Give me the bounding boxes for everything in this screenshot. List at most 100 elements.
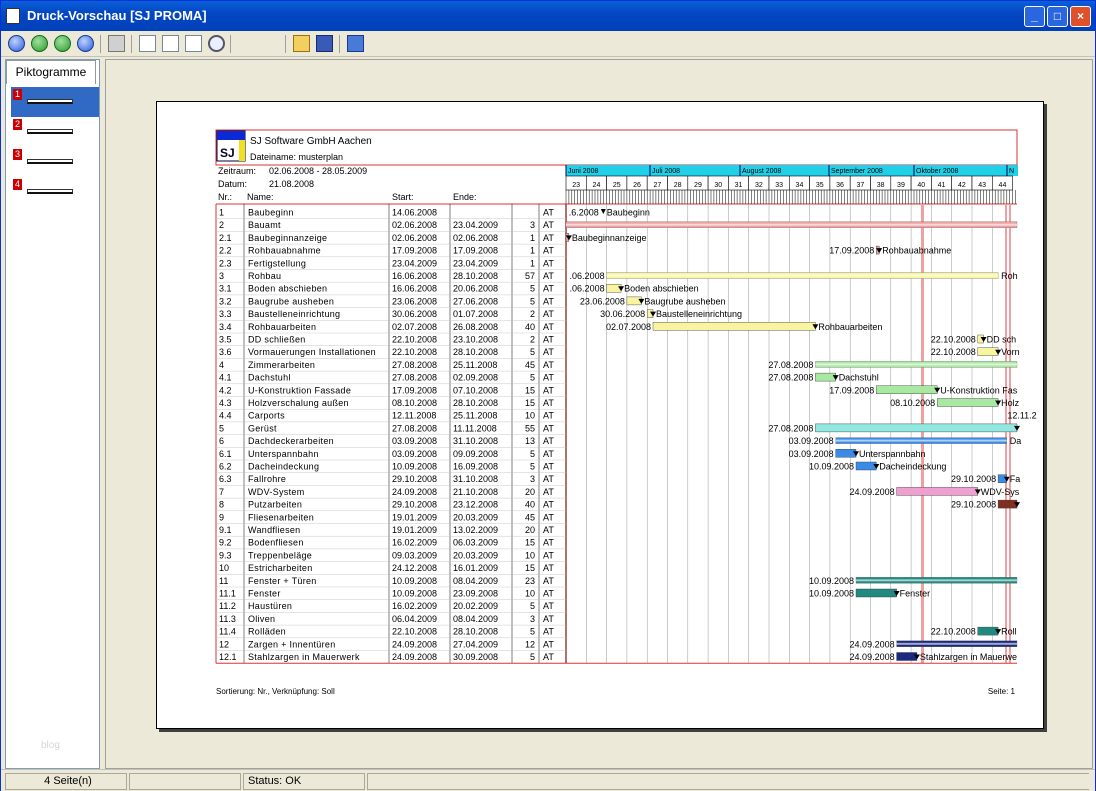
title-bar[interactable]: Druck-Vorschau [SJ PROMA] _ □ ×: [1, 1, 1095, 31]
task-end-marker: [995, 400, 1002, 406]
bar-start-label: 22.10.2008: [931, 335, 976, 345]
bar-label: Baubeginnanzeige: [572, 233, 647, 243]
task-unit: AT: [543, 436, 554, 446]
thumbnail-panel: 1 2 3 4 blog: [5, 59, 100, 769]
next-page-icon[interactable]: [54, 35, 71, 52]
task-end-marker: [893, 591, 900, 596]
export-icon[interactable]: [347, 35, 364, 52]
bar-label: Holz: [1001, 398, 1020, 408]
task-start: 29.10.2008: [392, 474, 437, 484]
task-unit: AT: [543, 614, 554, 624]
task-start: 02.07.2008: [392, 322, 437, 332]
task-nr: 3.1: [219, 284, 232, 294]
week-label: 28: [674, 182, 682, 189]
week-label: 41: [938, 182, 946, 189]
task-end-marker: [812, 324, 819, 330]
task-duration: 10: [525, 589, 535, 599]
task-duration: 55: [525, 423, 535, 433]
zoom-height-icon[interactable]: [185, 35, 202, 52]
task-unit: AT: [543, 347, 554, 357]
bar-start-label: .6.2008: [569, 208, 599, 218]
task-duration: 45: [525, 360, 535, 370]
task-end: 27.06.2008: [453, 296, 498, 306]
summary-bar-stripe: [835, 439, 1007, 442]
task-start: 22.10.2008: [392, 335, 437, 345]
task-unit: AT: [543, 309, 554, 319]
task-nr: 3.3: [219, 309, 232, 319]
task-nr: 1: [219, 208, 224, 218]
task-unit: AT: [543, 538, 554, 548]
bar-start-label: 24.09.2008: [850, 652, 895, 662]
task-name: Rolläden: [248, 627, 286, 637]
status-bar: 4 Seite(n) Status: OK: [1, 769, 1095, 791]
task-end: 28.10.2008: [453, 398, 498, 408]
task-unit: AT: [543, 550, 554, 560]
summary-bar-stripe: [566, 223, 1017, 226]
task-end: 23.04.2009: [453, 220, 498, 230]
task-name: Haustüren: [248, 601, 292, 611]
task-nr: 4: [219, 360, 224, 370]
task-end: 09.09.2008: [453, 449, 498, 459]
page-thumbnail[interactable]: 1: [11, 87, 99, 117]
bar-start-label: 08.10.2008: [890, 398, 935, 408]
task-bar: [997, 499, 1018, 509]
task-duration: 5: [530, 652, 535, 662]
task-duration: 5: [530, 601, 535, 611]
bar-start-label: 29.10.2008: [951, 500, 996, 510]
task-duration: 5: [530, 284, 535, 294]
task-start: 27.08.2008: [392, 360, 437, 370]
bar-label: Fenster: [900, 589, 931, 599]
month-label: Juni 2008: [568, 168, 598, 175]
task-start: 17.09.2008: [392, 246, 437, 256]
bar-start-label: 17.09.2008: [829, 385, 874, 395]
week-label: 40: [917, 182, 925, 189]
status-spacer: [367, 773, 1089, 790]
task-end: 28.10.2008: [453, 347, 498, 357]
print-icon[interactable]: [108, 35, 125, 52]
bar-label: U-Konstruktion Fas: [940, 385, 1018, 395]
bar-label: Boden abschieben: [624, 284, 699, 294]
last-page-icon[interactable]: [77, 35, 94, 52]
task-end: 02.06.2008: [453, 233, 498, 243]
task-end: 31.10.2008: [453, 436, 498, 446]
bar-start-label: 27.08.2008: [768, 423, 813, 433]
magnifier-icon[interactable]: [208, 35, 225, 52]
previous-page-icon[interactable]: [31, 35, 48, 52]
zoom-width-icon[interactable]: [162, 35, 179, 52]
task-unit: AT: [543, 258, 554, 268]
page-thumbnail[interactable]: 4: [11, 177, 99, 207]
close-button[interactable]: ×: [1070, 6, 1091, 27]
task-unit: AT: [543, 563, 554, 573]
task-duration: 3: [530, 220, 535, 230]
page-thumbnail[interactable]: 3: [11, 147, 99, 177]
datum-value: 21.08.2008: [269, 179, 314, 189]
task-end-marker: [913, 654, 920, 660]
task-nr: 12: [219, 639, 229, 649]
first-page-icon[interactable]: [8, 35, 25, 52]
open-folder-icon[interactable]: [293, 35, 310, 52]
task-unit: AT: [543, 627, 554, 637]
zoom-page-icon[interactable]: [139, 35, 156, 52]
task-nr: 4.3: [219, 398, 232, 408]
task-nr: 4.1: [219, 373, 232, 383]
task-unit: AT: [543, 284, 554, 294]
task-end-marker: [876, 248, 883, 254]
task-end-marker: [1014, 502, 1020, 508]
page-thumbnail[interactable]: 2: [11, 117, 99, 147]
task-name: Holzverschalung außen: [248, 398, 349, 408]
task-bar: [606, 283, 622, 293]
task-nr: 3.6: [219, 347, 232, 357]
task-nr: 11.4: [219, 627, 236, 637]
minimize-button[interactable]: _: [1024, 6, 1045, 27]
maximize-button[interactable]: □: [1047, 6, 1068, 27]
bar-start-label: .06.2008: [570, 271, 605, 281]
task-start: 16.02.2009: [392, 601, 437, 611]
task-end-marker: [565, 235, 572, 241]
bar-start-label: 22.10.2008: [931, 347, 976, 357]
tab-piktogramme[interactable]: Piktogramme: [6, 60, 96, 84]
save-icon[interactable]: [316, 35, 333, 52]
task-duration: 3: [530, 614, 535, 624]
task-start: 03.09.2008: [392, 436, 437, 446]
task-name: Baubeginnanzeige: [248, 233, 327, 243]
